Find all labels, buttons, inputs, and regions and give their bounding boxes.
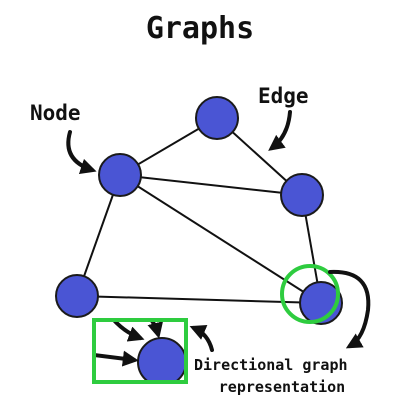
edge-left-upper-right-lower xyxy=(119,174,322,304)
diagram-title: Graphs xyxy=(146,11,254,46)
zoomed-node xyxy=(137,337,186,382)
edge-label: Edge xyxy=(258,84,309,108)
caption-line-2: representation xyxy=(219,378,345,396)
edge-left-lower-right-lower xyxy=(76,295,322,304)
zoom-frame xyxy=(92,318,188,384)
highlight-ring xyxy=(280,264,340,324)
zoom-edge-arrow-3 xyxy=(94,350,139,367)
zoom-pointer-arrow xyxy=(328,269,371,349)
node-top xyxy=(195,96,239,140)
node-left-lower xyxy=(55,274,99,318)
nodes xyxy=(55,96,343,325)
edge-left-upper-right-upper xyxy=(119,174,303,196)
caption-pointer-arrow xyxy=(189,325,214,352)
edges xyxy=(76,117,322,304)
zoom-inset xyxy=(92,318,188,384)
node-pointer-arrow xyxy=(66,130,97,175)
edge-pointer-arrow xyxy=(268,110,292,151)
zoom-edge-arrow-2 xyxy=(147,320,164,339)
node-left-upper xyxy=(98,153,142,197)
node-right-upper xyxy=(280,173,324,217)
node-label: Node xyxy=(30,101,81,125)
caption-line-1: Directional graph xyxy=(194,356,348,374)
